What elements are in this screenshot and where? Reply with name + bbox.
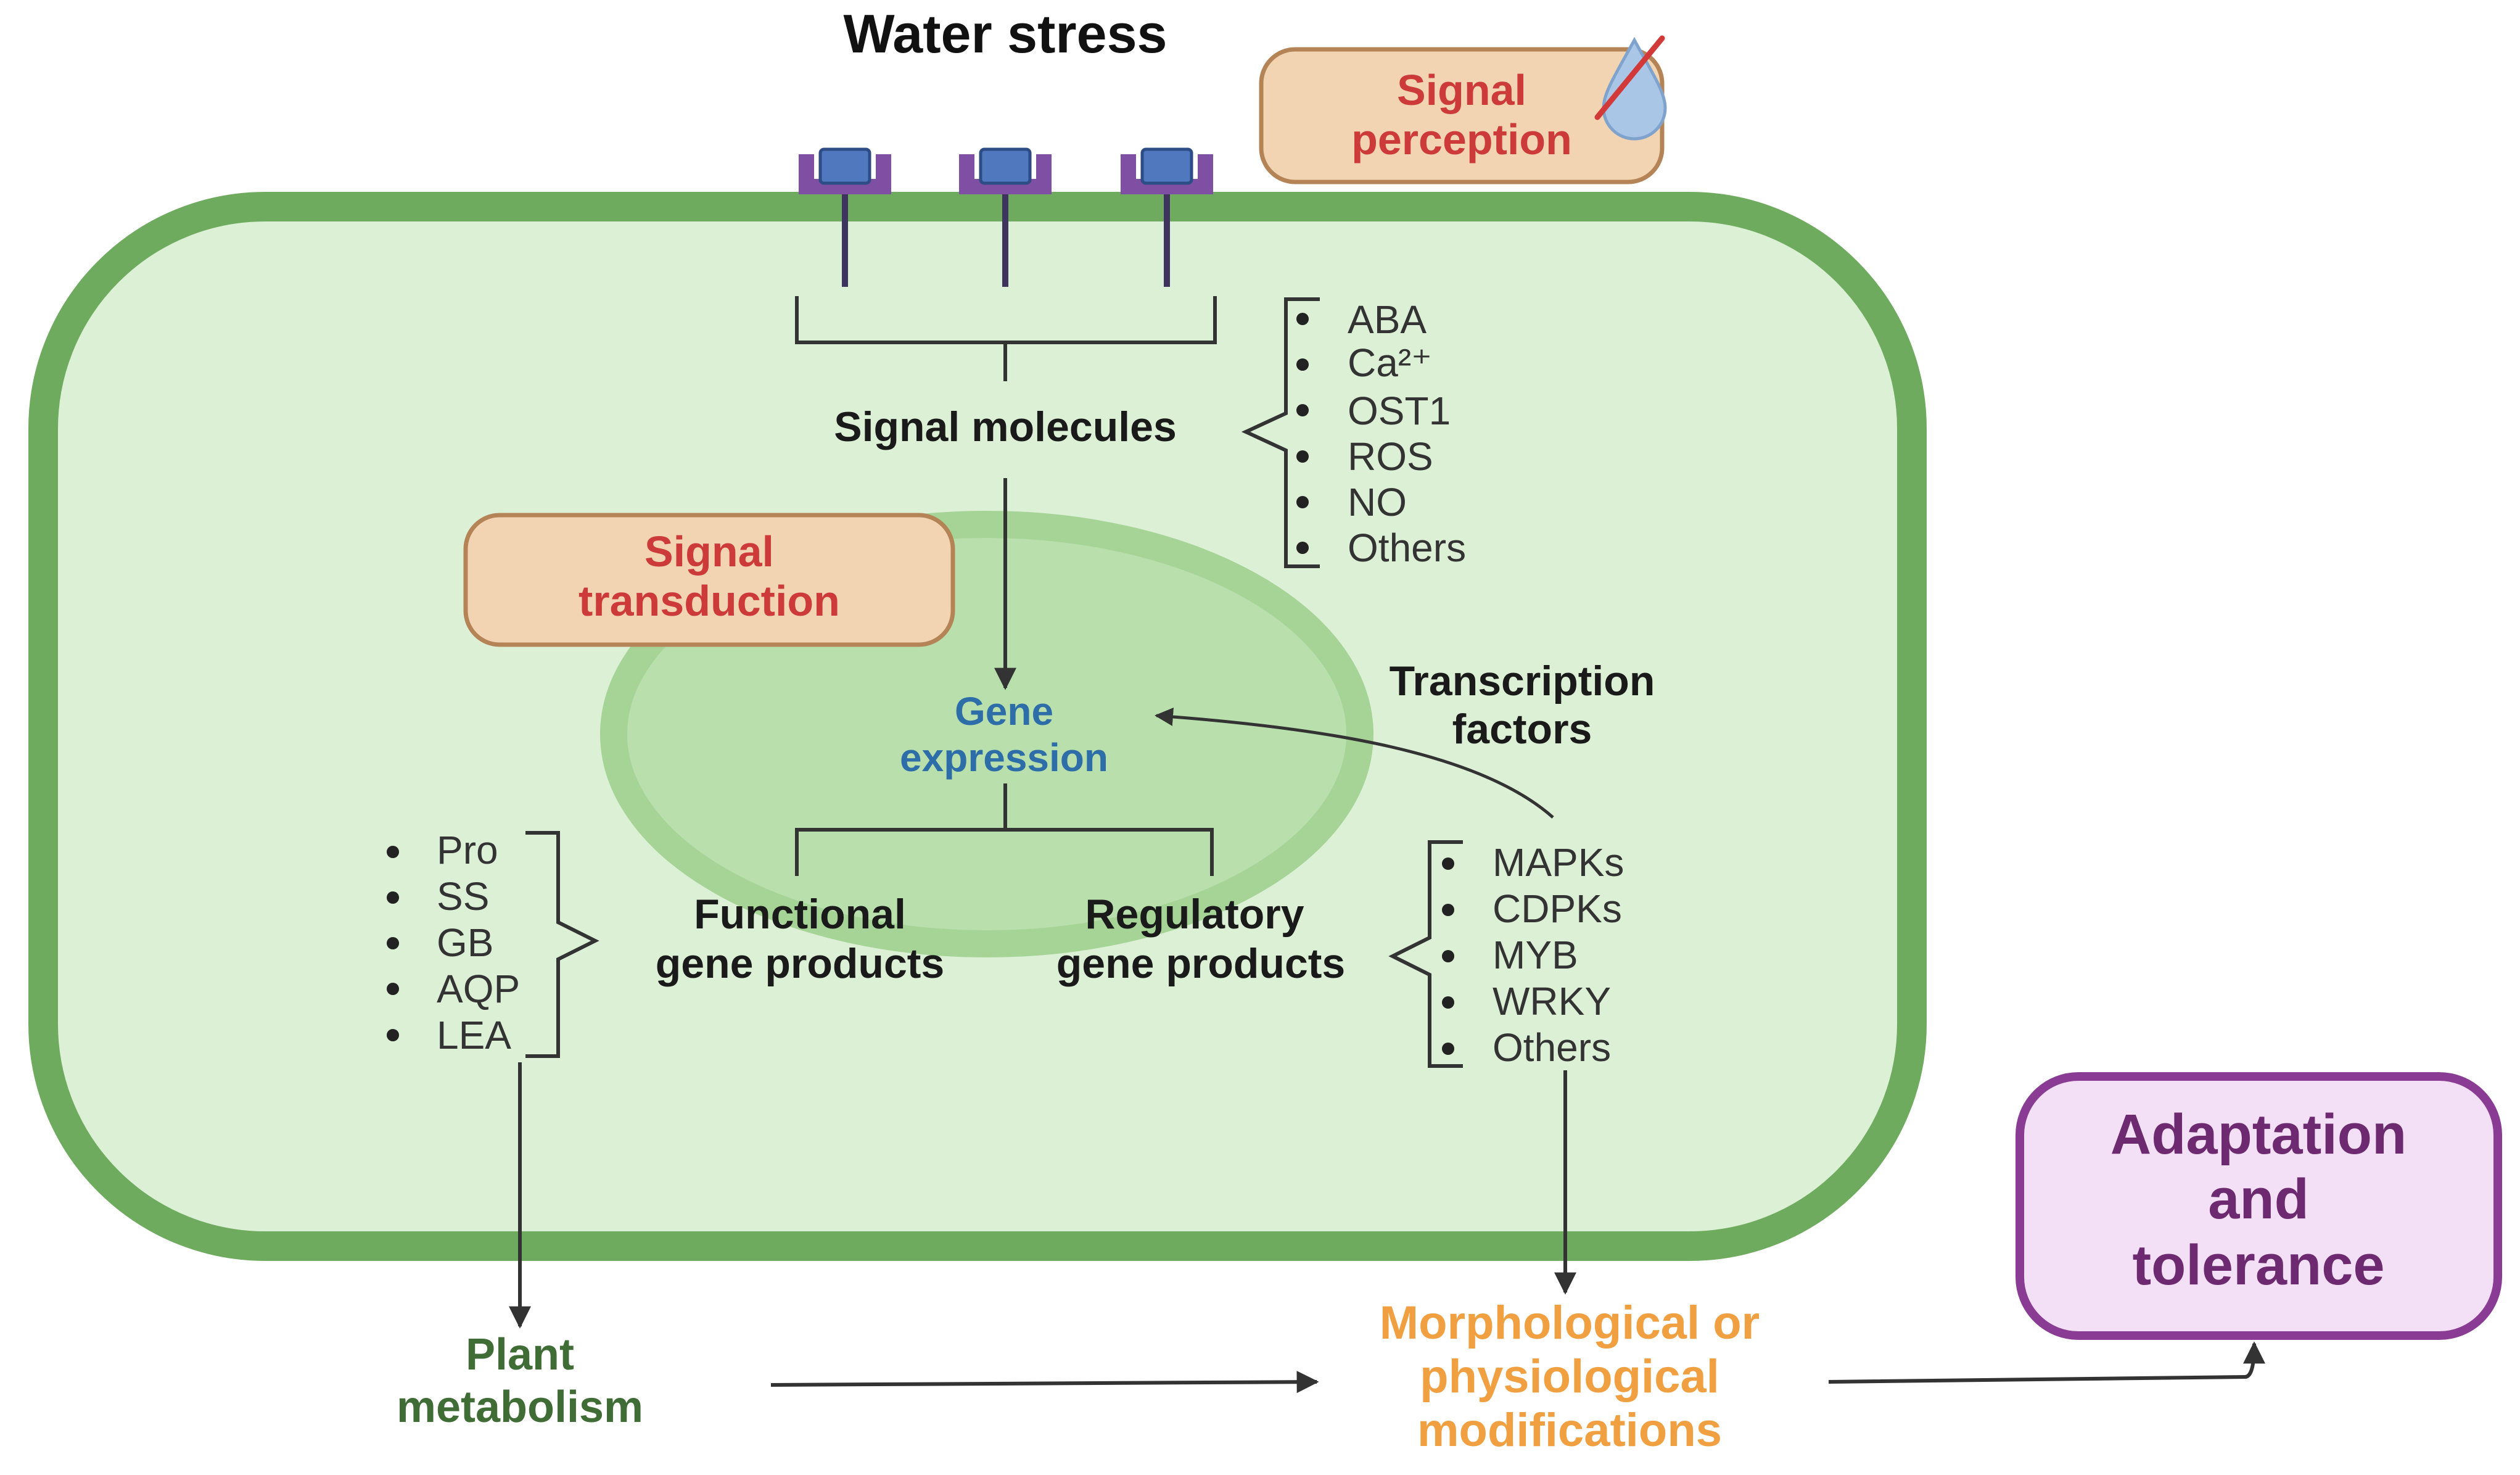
functional-product-item: SS	[437, 874, 489, 919]
signal-perception-box: Signal perception	[1259, 35, 1667, 184]
functional-product-item: LEA	[437, 1013, 511, 1057]
adaptation-line1: Adaptation	[2110, 1103, 2407, 1166]
functional-products-line2: gene products	[656, 940, 945, 987]
functional-products-list: Pro SS GB AQP LEA	[387, 828, 520, 1057]
regulatory-product-item: Others	[1493, 1025, 1611, 1070]
transcription-factors-line1: Transcription	[1390, 658, 1655, 704]
signal-molecule-item: NO	[1348, 480, 1407, 524]
signal-molecules-list: ABA Ca²⁺ OST1 ROS NO Others	[1296, 297, 1466, 570]
signal-perception-line2: perception	[1351, 115, 1572, 163]
morph-modifications-line3: modifications	[1417, 1404, 1722, 1456]
plant-metabolism-line2: metabolism	[397, 1382, 643, 1432]
regulatory-products-brace	[1388, 840, 1463, 1068]
receptor-1	[799, 147, 891, 287]
products-bracket	[795, 783, 1214, 876]
morph-modifications-line2: physiological	[1420, 1350, 1719, 1403]
plant-metabolism-line1: Plant	[466, 1330, 574, 1379]
functional-product-item: GB	[437, 920, 493, 965]
adaptation-line2: and	[2208, 1168, 2309, 1231]
title-water-stress: Water stress	[844, 3, 1167, 64]
regulatory-products-line2: gene products	[1056, 940, 1346, 987]
signal-transduction-line2: transduction	[579, 577, 840, 625]
no-water-drop-icon	[1594, 35, 1667, 141]
signal-molecule-item: OST1	[1348, 389, 1451, 433]
functional-products-line1: Functional	[694, 891, 906, 938]
signal-molecule-item: Ca²⁺	[1348, 341, 1432, 385]
regulatory-product-item: WRKY	[1493, 979, 1611, 1023]
signal-molecule-item: ROS	[1348, 434, 1433, 479]
functional-product-item: AQP	[437, 967, 520, 1011]
signal-molecule-item: ABA	[1348, 297, 1427, 342]
arrow-morphological-to-adaptation	[1828, 1341, 2265, 1384]
regulatory-product-item: MYB	[1493, 933, 1578, 977]
signal-molecules-label: Signal molecules	[834, 403, 1177, 450]
adaptation-tolerance-box: Adaptation and tolerance	[2016, 1072, 2502, 1340]
regulatory-products-line1: Regulatory	[1085, 891, 1304, 938]
functional-product-item: Pro	[437, 828, 498, 872]
transcription-factors-line2: factors	[1452, 706, 1592, 753]
signal-transduction-line1: Signal	[644, 527, 774, 576]
signal-perception-line1: Signal	[1397, 66, 1526, 114]
gene-expression-line2: expression	[900, 735, 1108, 780]
arrow-metabolism-to-morphological	[770, 1371, 1319, 1394]
receptor-3	[1121, 147, 1213, 287]
regulatory-product-item: MAPKs	[1493, 840, 1624, 885]
adaptation-line3: tolerance	[2132, 1234, 2384, 1297]
gene-expression-line1: Gene	[955, 689, 1053, 733]
arrow-tf-to-gene	[1155, 708, 1554, 819]
signal-molecules-brace	[1241, 297, 1320, 568]
functional-products-brace	[525, 831, 599, 1058]
morph-modifications-line1: Morphological or	[1380, 1297, 1760, 1349]
regulatory-product-item: CDPKs	[1493, 886, 1622, 931]
receptor-bracket	[795, 296, 1217, 381]
regulatory-products-list: MAPKs CDPKs MYB WRKY Others	[1442, 840, 1624, 1070]
signal-molecule-item: Others	[1348, 526, 1466, 570]
receptor-2	[959, 147, 1052, 287]
signal-transduction-box: Signal transduction	[463, 513, 955, 647]
